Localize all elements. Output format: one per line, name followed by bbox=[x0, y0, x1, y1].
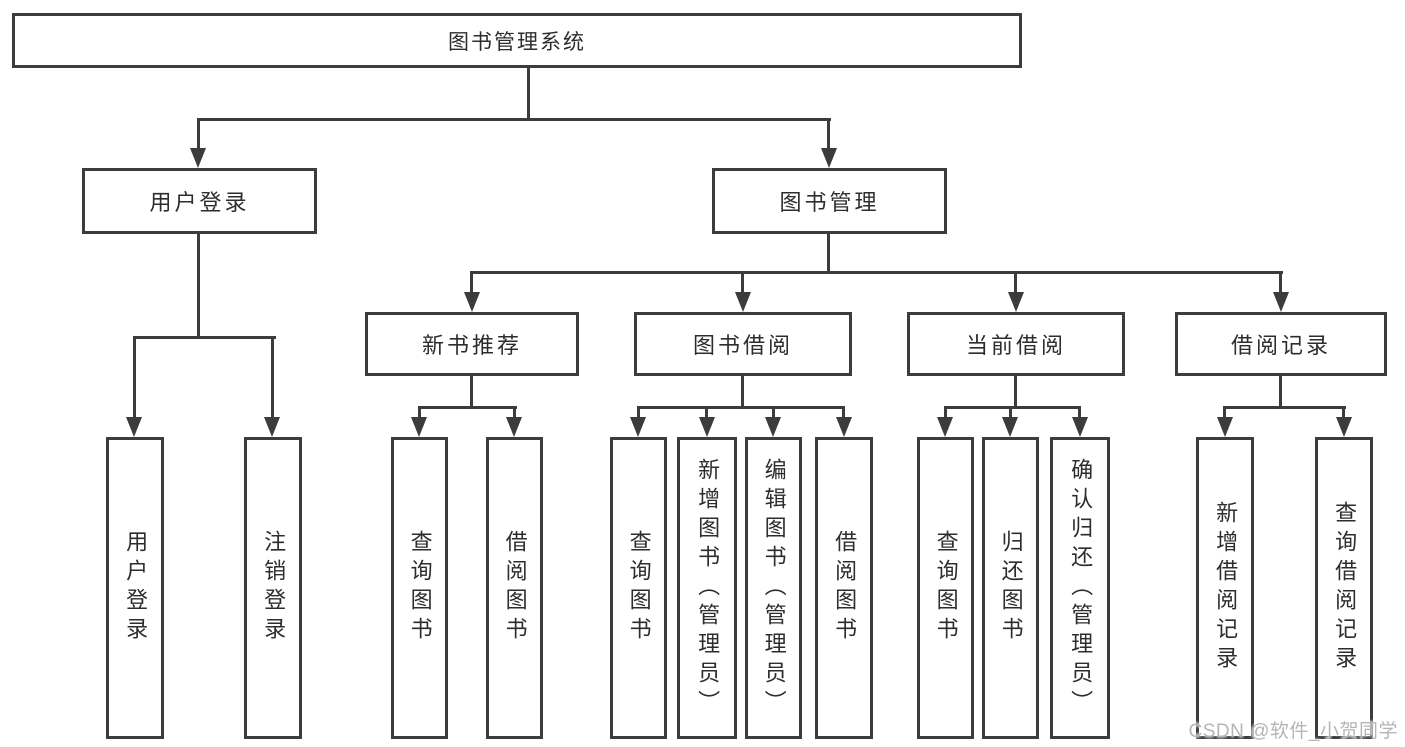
node-label: 图书借阅 bbox=[692, 333, 793, 358]
leaf-logout: 注销登录 bbox=[244, 437, 302, 739]
connector-line bbox=[842, 409, 845, 419]
connector-line bbox=[470, 274, 473, 294]
connector-line bbox=[1279, 376, 1282, 409]
leaf-query-books-borrow: 查询图书 bbox=[610, 437, 667, 739]
node-current-borrow: 当前借阅 bbox=[907, 312, 1125, 376]
leaf-label: 新增图书（管理员） bbox=[695, 457, 721, 719]
connector-line bbox=[772, 409, 775, 419]
connector-line bbox=[1223, 406, 1346, 409]
connector-line bbox=[827, 121, 830, 150]
node-label: 当前借阅 bbox=[965, 333, 1066, 358]
leaf-label: 新增借阅记录 bbox=[1213, 501, 1239, 675]
arrow-down-icon bbox=[264, 417, 280, 437]
connector-line bbox=[470, 376, 473, 409]
connector-line bbox=[944, 409, 947, 419]
connector-line bbox=[197, 234, 200, 339]
leaf-label: 查询借阅记录 bbox=[1332, 501, 1358, 675]
connector-line bbox=[944, 406, 1081, 409]
node-book-borrow: 图书借阅 bbox=[634, 312, 852, 376]
arrow-down-icon bbox=[1072, 417, 1088, 437]
node-library-system: 图书管理系统 bbox=[12, 13, 1022, 68]
leaf-label: 查询图书 bbox=[933, 530, 959, 646]
connector-line bbox=[827, 234, 830, 274]
leaf-add-borrow-record: 新增借阅记录 bbox=[1196, 437, 1254, 739]
arrow-down-icon bbox=[836, 417, 852, 437]
connector-line bbox=[418, 409, 421, 419]
arrow-down-icon bbox=[126, 417, 142, 437]
arrow-down-icon bbox=[464, 292, 480, 312]
connector-line bbox=[513, 409, 516, 419]
node-borrow-records: 借阅记录 bbox=[1175, 312, 1387, 376]
connector-line bbox=[1078, 409, 1081, 419]
node-book-management: 图书管理 bbox=[712, 168, 947, 234]
connector-line bbox=[1342, 409, 1345, 419]
leaf-add-books-admin: 新增图书（管理员） bbox=[677, 437, 737, 739]
leaf-label: 归还图书 bbox=[998, 530, 1024, 646]
node-label: 图书管理系统 bbox=[448, 30, 586, 54]
arrow-down-icon bbox=[699, 417, 715, 437]
arrow-down-icon bbox=[1008, 292, 1024, 312]
connector-line bbox=[1223, 409, 1226, 419]
node-new-book-recommend: 新书推荐 bbox=[365, 312, 579, 376]
leaf-borrow-books: 借阅图书 bbox=[815, 437, 873, 739]
connector-line bbox=[527, 68, 530, 121]
arrow-down-icon bbox=[765, 417, 781, 437]
connector-line bbox=[1014, 274, 1017, 294]
node-user-login: 用户登录 bbox=[82, 168, 317, 234]
arrow-down-icon bbox=[190, 148, 206, 168]
connector-line bbox=[741, 274, 744, 294]
leaf-label: 查询图书 bbox=[626, 530, 652, 646]
arrow-down-icon bbox=[1002, 417, 1018, 437]
connector-line bbox=[637, 409, 640, 419]
leaf-label: 查询图书 bbox=[407, 530, 433, 646]
leaf-borrow-books-recommend: 借阅图书 bbox=[486, 437, 543, 739]
arrow-down-icon bbox=[937, 417, 953, 437]
connector-line bbox=[741, 376, 744, 409]
connector-line bbox=[197, 118, 831, 121]
leaf-label: 注销登录 bbox=[261, 530, 287, 646]
arrow-down-icon bbox=[1336, 417, 1352, 437]
arrow-down-icon bbox=[821, 148, 837, 168]
arrow-down-icon bbox=[630, 417, 646, 437]
leaf-query-borrow-record: 查询借阅记录 bbox=[1315, 437, 1373, 739]
csdn-watermark: CSDN @软件_小贺同学 bbox=[1188, 721, 1398, 742]
connector-line bbox=[197, 121, 200, 150]
leaf-label: 编辑图书（管理员） bbox=[761, 457, 787, 719]
leaf-label: 确认归还（管理员） bbox=[1068, 457, 1094, 719]
node-label: 图书管理 bbox=[779, 190, 880, 215]
node-label: 用户登录 bbox=[149, 190, 250, 215]
arrow-down-icon bbox=[506, 417, 522, 437]
leaf-query-books-recommend: 查询图书 bbox=[391, 437, 448, 739]
node-label: 借阅记录 bbox=[1230, 333, 1331, 358]
arrow-down-icon bbox=[411, 417, 427, 437]
connector-line bbox=[705, 409, 708, 419]
leaf-return-books: 归还图书 bbox=[982, 437, 1039, 739]
leaf-label: 用户登录 bbox=[123, 530, 149, 646]
connector-line bbox=[418, 406, 517, 409]
arrow-down-icon bbox=[1217, 417, 1233, 437]
leaf-query-books-current: 查询图书 bbox=[917, 437, 974, 739]
leaf-user-login: 用户登录 bbox=[106, 437, 164, 739]
connector-line bbox=[470, 271, 1283, 274]
leaf-edit-books-admin: 编辑图书（管理员） bbox=[745, 437, 802, 739]
connector-line bbox=[637, 406, 845, 409]
connector-line bbox=[1009, 409, 1012, 419]
arrow-down-icon bbox=[735, 292, 751, 312]
leaf-label: 借阅图书 bbox=[832, 530, 858, 646]
connector-line bbox=[1279, 274, 1282, 294]
connector-line bbox=[1014, 376, 1017, 409]
arrow-down-icon bbox=[1273, 292, 1289, 312]
leaf-confirm-return-admin: 确认归还（管理员） bbox=[1050, 437, 1110, 739]
leaf-label: 借阅图书 bbox=[502, 530, 528, 646]
connector-line bbox=[133, 336, 276, 339]
connector-line bbox=[271, 339, 274, 419]
node-label: 新书推荐 bbox=[421, 333, 522, 358]
connector-line bbox=[133, 339, 136, 419]
